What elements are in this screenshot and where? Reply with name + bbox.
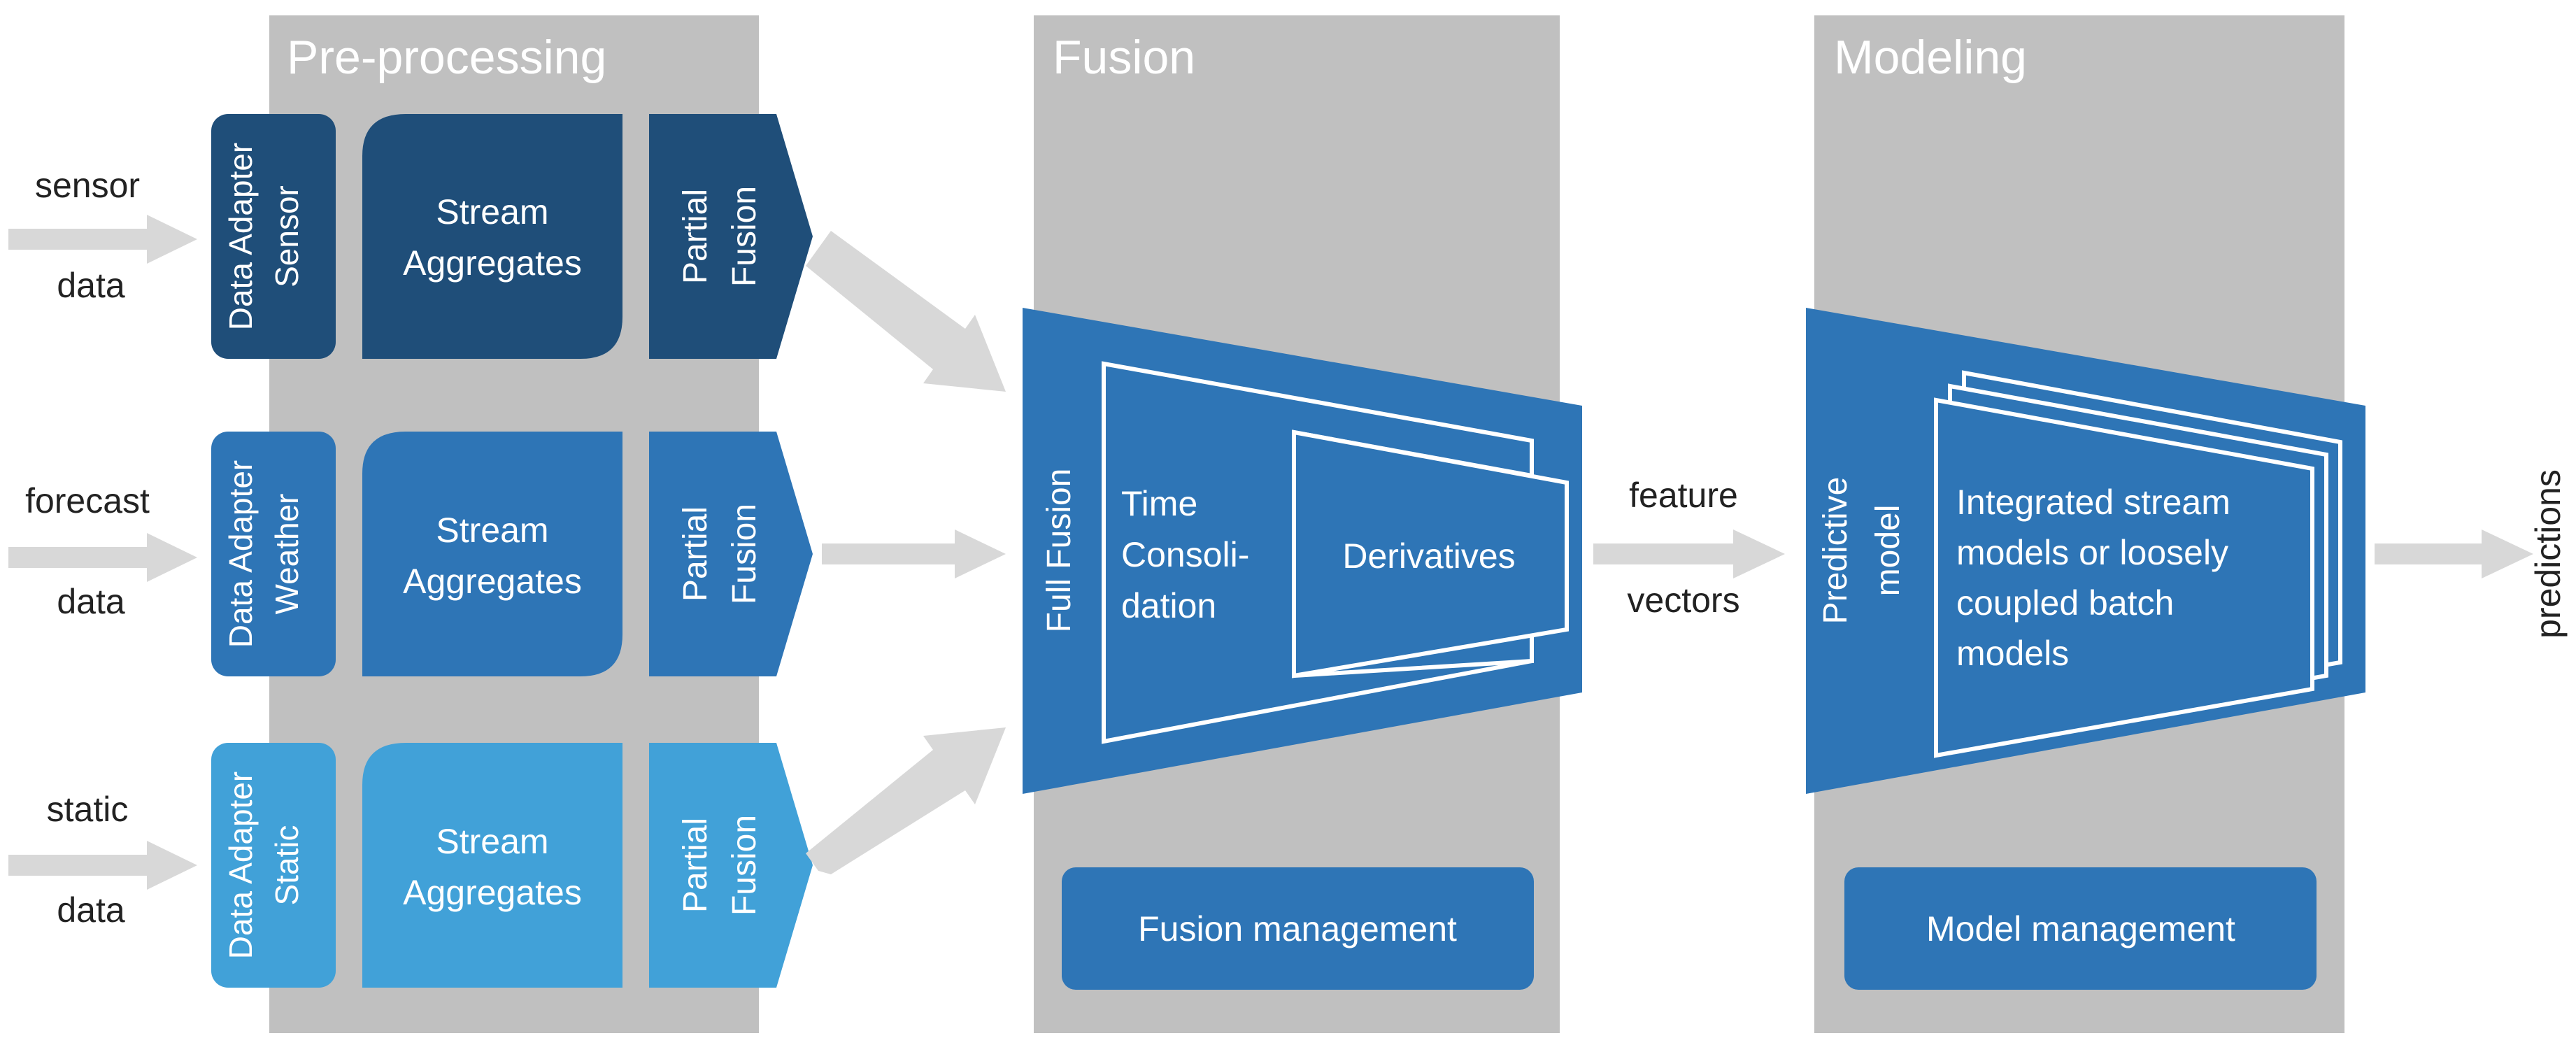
weather-partial-fusion-box	[649, 432, 813, 676]
sensor-adapter-line1: Data Adapter	[222, 143, 259, 331]
static-to-fusion-arrow	[806, 727, 1006, 874]
forecast-input-arrow	[8, 533, 197, 582]
static-stream-line1: Stream	[436, 822, 548, 861]
sensor-stream-line2: Aggregates	[403, 243, 582, 283]
fusion-title: Fusion	[1053, 31, 1195, 84]
sensor-partial-line2: Fusion	[726, 186, 763, 287]
sensor-input-arrow	[8, 215, 197, 264]
weather-row: Data Adapter Weather Stream Aggregates P…	[211, 432, 813, 676]
weather-stream-line1: Stream	[436, 511, 548, 550]
derivatives-frame	[1292, 429, 1569, 678]
model-management-box	[1844, 867, 2317, 990]
fusion-management-label: Fusion management	[1138, 909, 1457, 948]
predictions-label: predictions	[2528, 469, 2568, 639]
time-consolidation-line2: Consoli-	[1121, 535, 1249, 574]
modeling-title: Modeling	[1834, 31, 2027, 84]
models-stack-line3: coupled batch	[1956, 583, 2174, 623]
models-stack-line4: models	[1956, 634, 2069, 673]
sensor-to-fusion-arrow	[806, 231, 1006, 392]
models-stack-line2: models or loosely	[1956, 533, 2228, 572]
derivatives-label: Derivatives	[1342, 536, 1515, 576]
model-sheet-front	[1934, 397, 2314, 758]
models-stack-line1: Integrated stream	[1956, 483, 2230, 522]
static-label-bottom: data	[57, 890, 125, 930]
weather-stream-line2: Aggregates	[403, 562, 582, 601]
sensor-adapter-sublabel: Sensor	[269, 185, 305, 287]
static-adapter-sublabel: Static	[269, 825, 305, 905]
predictive-model-line2: model	[1870, 505, 1907, 597]
input-arrows	[8, 215, 197, 890]
models-stack	[1934, 370, 2342, 758]
sensor-partial-line1: Partial	[677, 189, 714, 284]
sensor-adapter-label: Data Adapter	[222, 143, 259, 331]
weather-partial-line2: Fusion	[726, 504, 763, 604]
static-adapter-box	[211, 743, 336, 988]
weather-partial-line1: Partial	[677, 506, 714, 602]
static-row: Data Adapter Static Stream Aggregates Pa…	[211, 743, 813, 988]
static-input-arrow	[8, 841, 197, 890]
sensor-stream-aggregates-box	[362, 114, 622, 359]
static-adapter-label: Data Adapter	[222, 772, 259, 960]
sensor-label-top: sensor	[35, 166, 140, 205]
feature-vectors-arrow	[1593, 529, 1785, 578]
static-partial-fusion-box	[649, 743, 813, 988]
sensor-label-bottom: data	[57, 266, 125, 305]
predictive-model-line1: Predictive	[1817, 477, 1854, 625]
weather-adapter-sublabel: Weather	[269, 493, 305, 614]
sensor-stream-line1: Stream	[436, 192, 548, 232]
static-label-top: static	[47, 790, 129, 829]
full-fusion-label: Full Fusion	[1041, 469, 1078, 633]
fusion-management-box	[1062, 867, 1534, 990]
feature-vectors-line1: feature	[1629, 476, 1738, 515]
predictions-arrow	[2375, 529, 2533, 578]
weather-adapter-box	[211, 432, 336, 676]
static-stream-line2: Aggregates	[403, 873, 582, 912]
forecast-label-top: forecast	[25, 481, 150, 520]
forecast-label-bottom: data	[57, 582, 125, 621]
weather-adapter-label: Data Adapter	[222, 460, 259, 648]
sensor-adapter-box	[211, 114, 336, 359]
sensor-adapter-line2: Sensor	[269, 185, 305, 287]
static-partial-line1: Partial	[677, 818, 714, 913]
static-partial-line2: Fusion	[726, 815, 763, 916]
time-consolidation-line1: Time	[1121, 484, 1197, 523]
weather-to-fusion-arrow	[822, 529, 1006, 578]
sensor-partial-fusion-box	[649, 114, 813, 359]
weather-stream-aggregates-box	[362, 432, 622, 676]
preprocessing-title: Pre-processing	[287, 31, 606, 84]
feature-vectors-line2: vectors	[1627, 581, 1739, 620]
model-management-label: Model management	[1926, 909, 2235, 948]
time-consolidation-line3: dation	[1121, 586, 1216, 625]
sensor-row: Data Adapter Sensor Stream Aggregates Pa…	[211, 114, 813, 359]
fusion-input-arrows	[806, 231, 1006, 874]
static-stream-aggregates-box	[362, 743, 622, 988]
